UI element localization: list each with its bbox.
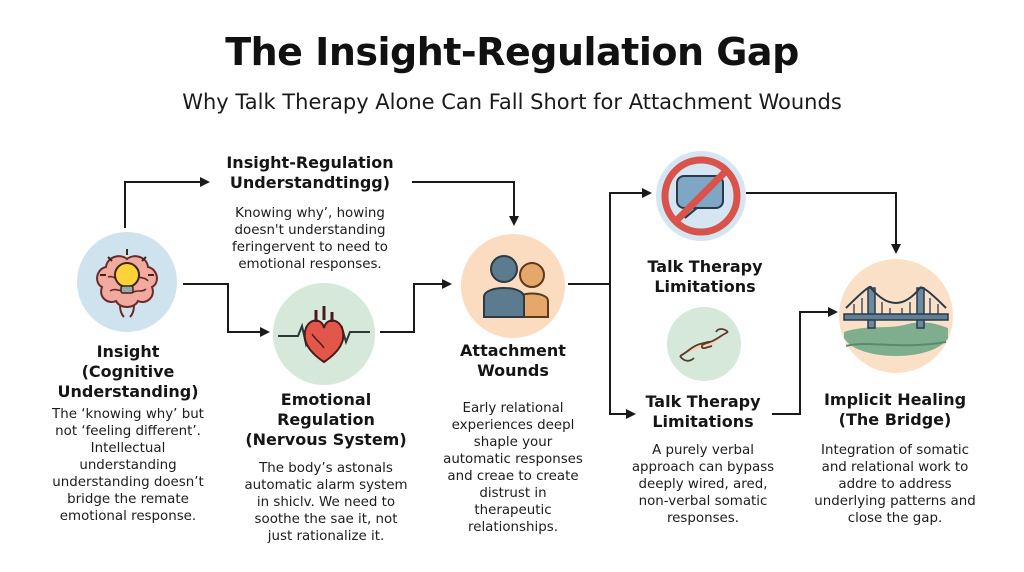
- page-subtitle: Why Talk Therapy Alone Can Fall Short fo…: [182, 90, 842, 114]
- bridge-icon: [839, 259, 953, 373]
- arrow-talk-bottom-to-healing: [772, 307, 838, 415]
- implicit-healing-heading: Implicit Healing (The Bridge): [823, 390, 967, 429]
- implicit-healing-body: Integration of somatic and relational wo…: [814, 443, 976, 526]
- arrow-regulation-to-wounds: [380, 279, 452, 333]
- talk-limit-bottom-heading: Talk Therapy Limitations: [645, 392, 761, 431]
- talk-limit-top-heading: Talk Therapy Limitations: [647, 257, 763, 296]
- arrow-to-talk-limit-bottom: [609, 284, 636, 419]
- attachment-wounds-body: Early relational experiences deepl shapl…: [443, 401, 583, 535]
- arrow-to-talk-limit-top: [609, 188, 652, 284]
- gap-heading: Insight-Regulation Understandtingg): [226, 153, 394, 192]
- arrow-gap-to-wounds: [412, 181, 519, 226]
- arrow-insight-to-regulation: [183, 283, 270, 337]
- arrow-talk-top-to-healing: [746, 192, 901, 254]
- no-talking-icon: [656, 151, 746, 241]
- two-people-icon: [461, 234, 565, 338]
- emotional-regulation-heading: Emotional Regulation (Nervous System): [245, 390, 407, 449]
- heart-pulse-icon: [273, 283, 375, 385]
- arrow-insight-to-gap: [124, 177, 210, 228]
- insight-heading: Insight (Cognitive Understanding): [57, 342, 199, 401]
- emotional-regulation-body: The body’s astonals automatic alarm syst…: [244, 461, 408, 544]
- helping-hands-icon: [667, 307, 741, 381]
- page-title: The Insight-Regulation Gap: [225, 30, 799, 74]
- attachment-wounds-heading: Attachment Wounds: [460, 341, 566, 380]
- brain-lightbulb-icon: [77, 232, 177, 332]
- insight-body: The ‘knowing why’ but not ‘feeling diffe…: [52, 407, 204, 524]
- talk-limit-bottom-body: A purely verbal approach can bypass deep…: [631, 443, 775, 526]
- gap-body: Knowing why’, howing doesn't understandi…: [232, 206, 388, 272]
